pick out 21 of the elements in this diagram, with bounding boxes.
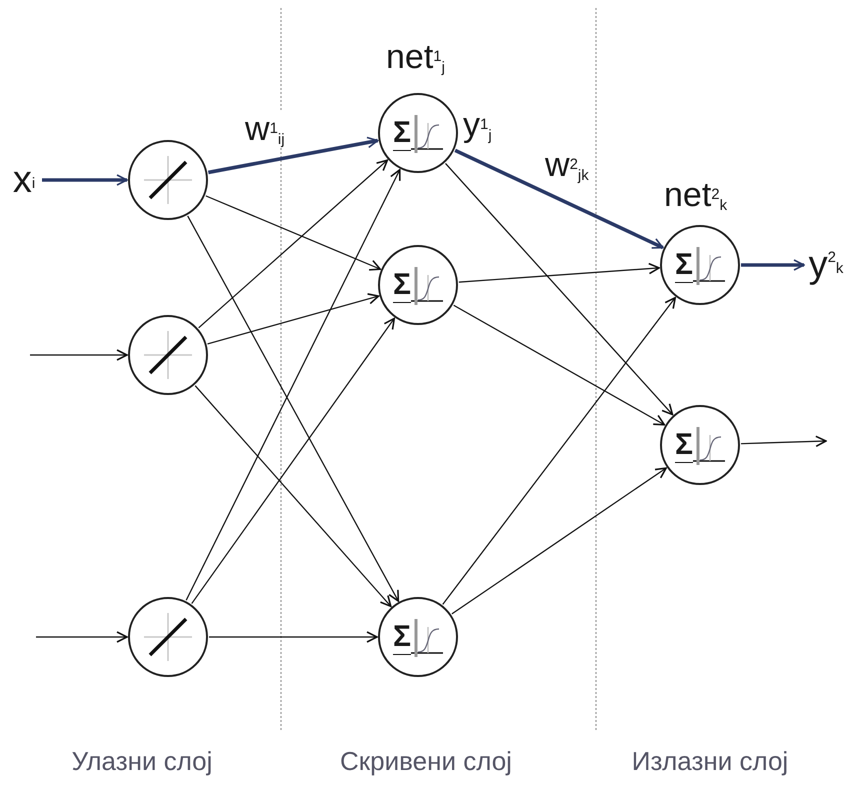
- arrow: [209, 631, 378, 643]
- arrow: [36, 631, 128, 643]
- arrow: [740, 436, 827, 448]
- arrow: [191, 318, 396, 604]
- arrow: [42, 174, 128, 186]
- layer-label: Улазни слој: [72, 745, 212, 778]
- arrow: [194, 385, 392, 608]
- arrow: [198, 159, 388, 328]
- arrow: [208, 136, 378, 174]
- arrow: [206, 195, 381, 271]
- layer-label: Скривени слој: [340, 745, 512, 778]
- layer-label: Излазни слој: [632, 745, 788, 778]
- arrow: [30, 349, 128, 361]
- arrow: [452, 467, 667, 614]
- arrow: [741, 259, 805, 271]
- arrow: [458, 262, 660, 283]
- arrow: [453, 304, 666, 426]
- arrow: [442, 296, 676, 605]
- arrow: [207, 293, 380, 345]
- arrow: [454, 148, 664, 250]
- arrow: [445, 163, 674, 416]
